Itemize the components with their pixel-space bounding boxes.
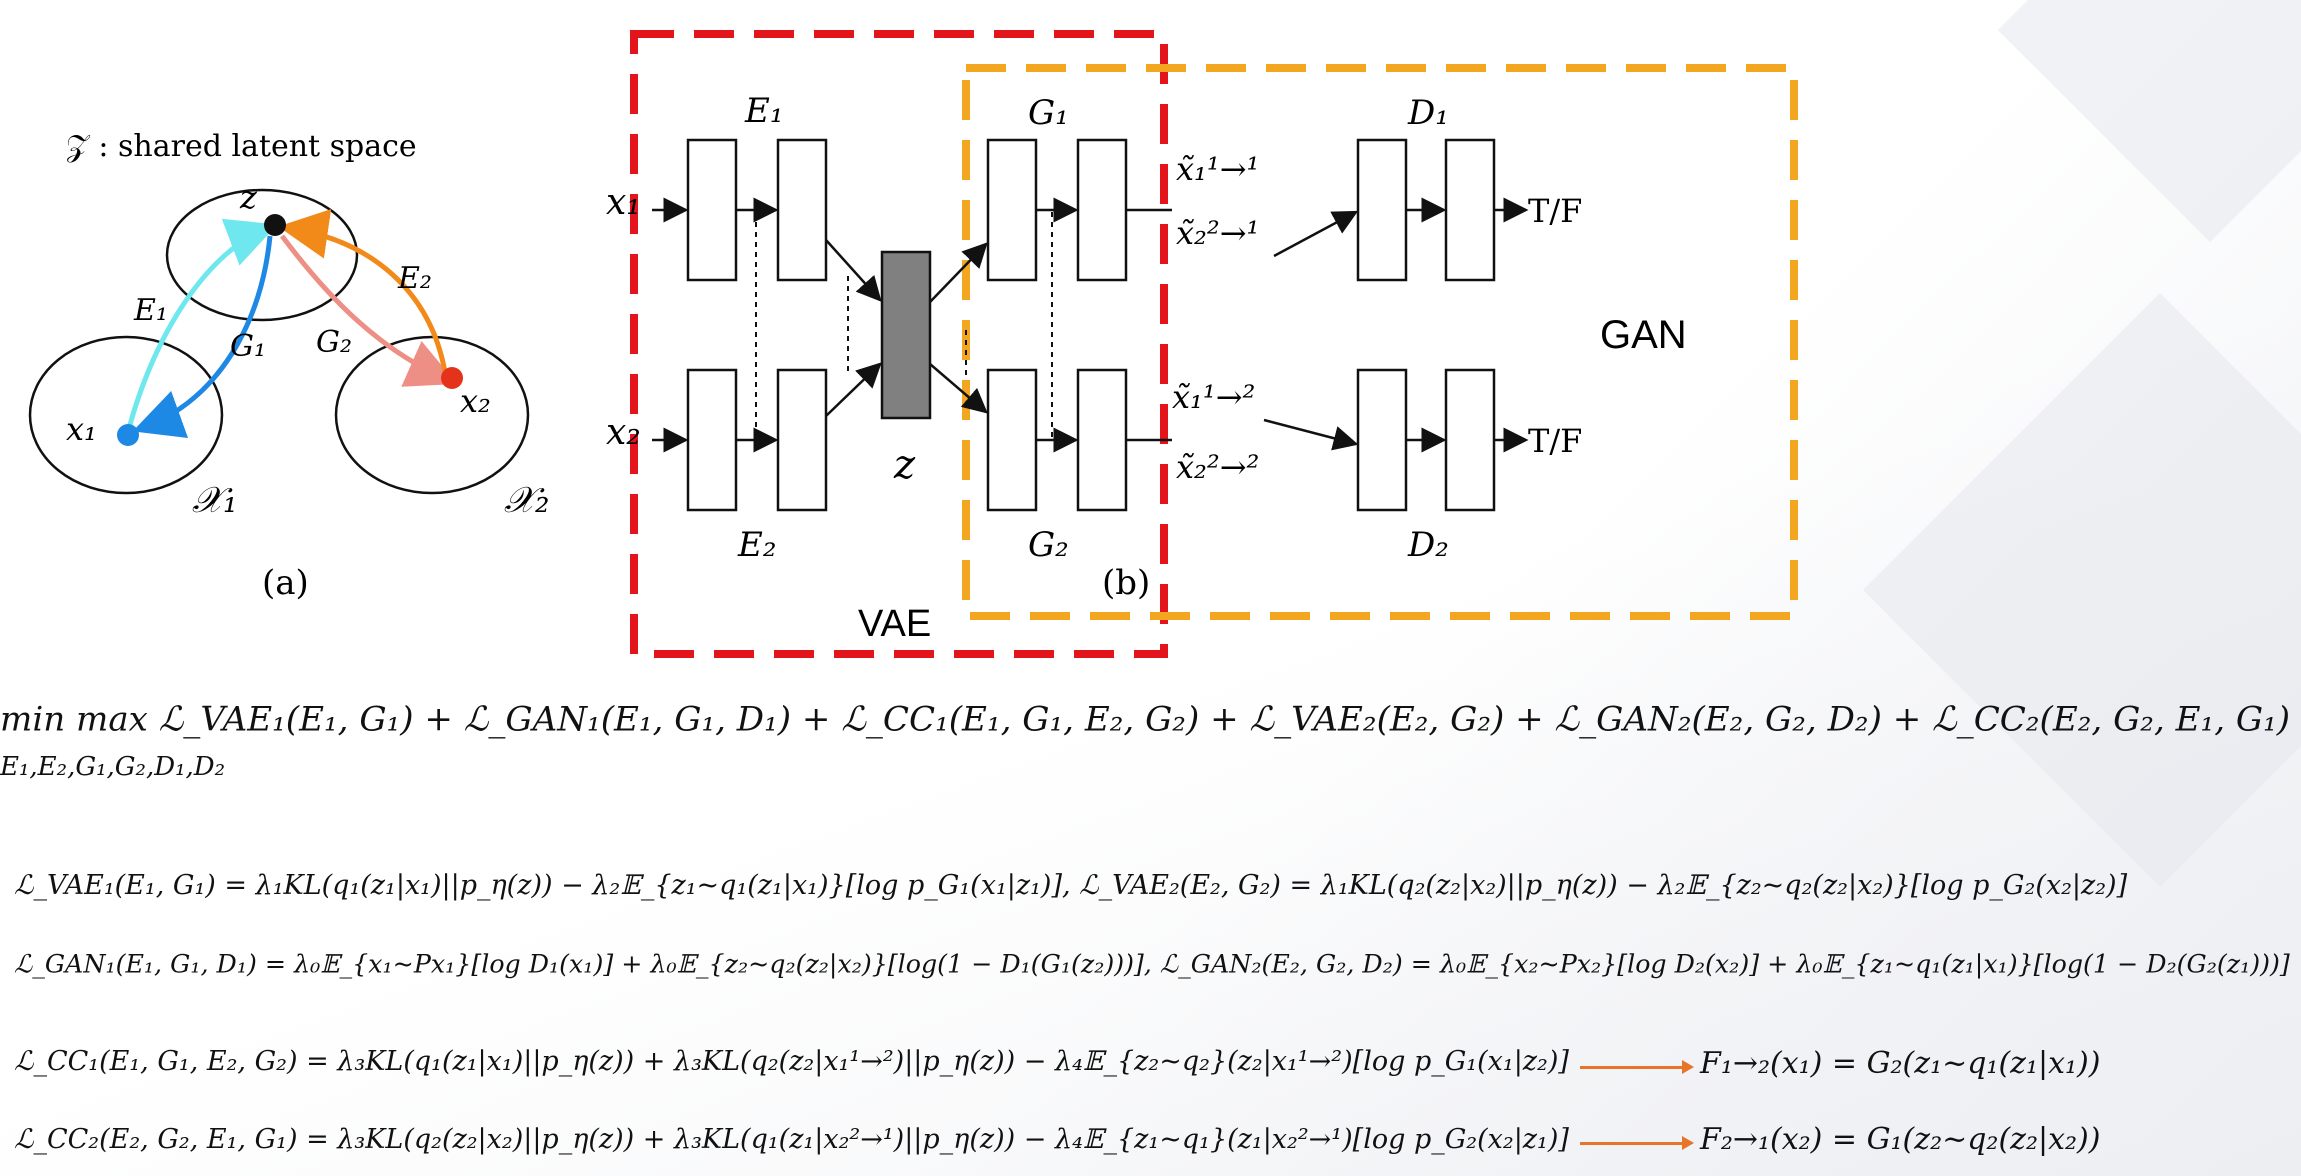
d2-block-a (1356, 368, 1408, 512)
to-d1-arrow (1273, 210, 1359, 258)
g2-label: G₂ (1028, 525, 1069, 565)
x22-label: x̃₂²→² (1176, 448, 1259, 486)
gan-label: GAN (1600, 313, 1687, 357)
d1-block-a (1356, 138, 1408, 282)
z-to-g2-arrow (929, 363, 988, 414)
e2-label: E₂ (737, 525, 776, 565)
e1-to-z-arrow (825, 239, 882, 302)
g1-block-a (986, 138, 1038, 282)
z-label: z (239, 178, 258, 216)
vae-loss-equation: ℒ_VAE₁(E₁, G₁) = λ₁KL(q₁(z₁|x₁)||p_η(z))… (14, 870, 2128, 901)
domain-x1-label: 𝒳₁ (192, 480, 237, 521)
panel-a-caption: (a) (262, 563, 309, 603)
x2-label: x₂ (460, 382, 491, 420)
domain-x2-ellipse (334, 335, 530, 495)
d1-label: D₁ (1407, 93, 1449, 133)
domain-x2-label: 𝒳₂ (504, 480, 549, 521)
e1-label: E₁ (133, 293, 168, 328)
g2-block-a (986, 368, 1038, 512)
vae-frame (630, 30, 1168, 658)
panel-b-caption: (b) (1102, 563, 1150, 603)
f21-arrow (1580, 1136, 1694, 1150)
latent-z-block (880, 250, 932, 420)
cc2-loss-equation: ℒ_CC₂(E₂, G₂, E₁, G₁) = λ₃KL(q₂(z₂|x₂)||… (14, 1124, 1569, 1155)
domain-x1-ellipse (28, 335, 224, 495)
gan-loss-equation: ℒ_GAN₁(E₁, G₁, D₁) = λ₀𝔼_{x₁~Px₁}[log D₁… (14, 950, 2290, 980)
d1-output-label: T/F (1528, 192, 1582, 230)
x2-input-label: x₂ (606, 412, 641, 453)
g2-block-b (1076, 368, 1128, 512)
e2-block-a (686, 368, 738, 512)
panel-b: E₁ E₂ G₁ G₂ D₁ D₂ x₁ x₂ z x̃₁¹→¹ x̃₂²→¹ … (606, 30, 1798, 658)
d1-block-b (1444, 138, 1496, 282)
d2-block-b (1444, 368, 1496, 512)
g1-block-b (1076, 138, 1128, 282)
cc1-loss-equation: ℒ_CC₁(E₁, G₁, E₂, G₂) = λ₃KL(q₁(z₁|x₁)||… (14, 1046, 1569, 1077)
e2-to-z-arrow (825, 362, 882, 417)
panel-a: 𝒵 : shared latent space z x₁ x₂ E₁ G₁ G₂… (28, 129, 549, 603)
diagram: 𝒵 : shared latent space z x₁ x₂ E₁ G₁ G₂… (28, 30, 1798, 658)
x2-point (441, 367, 463, 389)
x1-label: x₁ (66, 410, 97, 448)
x12-label: x̃₁¹→² (1172, 378, 1255, 416)
g1-label: G₁ (1028, 93, 1069, 133)
e1-block-b (776, 138, 828, 282)
g2-label: G₂ (316, 325, 352, 360)
vae-label: VAE (858, 603, 931, 645)
g2-arrow (280, 234, 458, 387)
x21-label: x̃₂²→¹ (1176, 214, 1259, 252)
z-block-label: z (893, 442, 916, 488)
latent-space-title: 𝒵 : shared latent space (66, 129, 417, 164)
e1-block-a (686, 138, 738, 282)
e1-label: E₁ (744, 91, 783, 131)
to-d2-arrow (1263, 418, 1359, 451)
d2-output-label: T/F (1528, 422, 1582, 460)
z-point (264, 214, 286, 236)
e2-arrow (278, 209, 448, 373)
objective-equation: min max ℒ_VAE₁(E₁, G₁) + ℒ_GAN₁(E₁, G₁, … (0, 700, 2290, 739)
z-to-g1-arrow (929, 242, 988, 303)
x11-label: x̃₁¹→¹ (1176, 150, 1259, 188)
latent-space-ellipse (165, 188, 359, 322)
g1-label: G₁ (230, 329, 266, 364)
f12-arrow (1580, 1060, 1694, 1074)
objective-formula: min max ℒ_VAE₁(E₁, G₁) + ℒ_GAN₁(E₁, G₁, … (0, 700, 2291, 740)
d2-label: D₂ (1407, 525, 1449, 565)
x1-point (117, 424, 139, 446)
objective-subscript: E₁,E₂,G₁,G₂,D₁,D₂ (0, 752, 226, 782)
x1-input-label: x₁ (606, 182, 641, 223)
e2-block-b (776, 368, 828, 512)
f12-equation: F₁→₂(x₁) = G₂(z₁~q₁(z₁|x₁)) (1700, 1046, 2101, 1081)
e2-label: E₂ (397, 261, 432, 296)
f21-equation: F₂→₁(x₂) = G₁(z₂~q₂(z₂|x₂)) (1700, 1122, 2101, 1157)
g1-arrow (132, 235, 273, 438)
